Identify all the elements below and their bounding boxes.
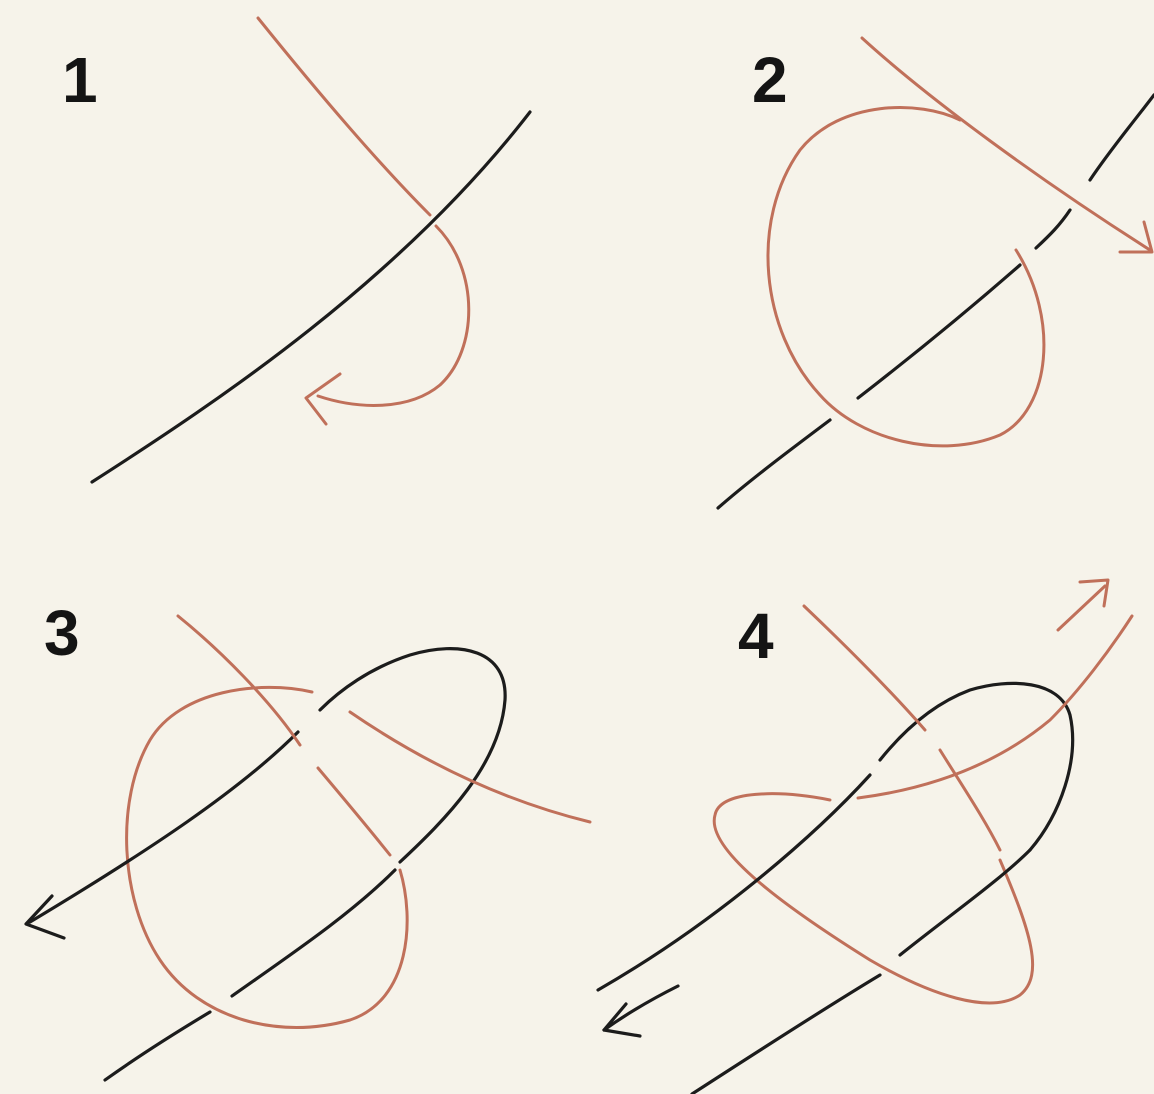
step-2-standing-line-lower <box>718 420 830 508</box>
step-4-number: 4 <box>738 600 774 672</box>
step-3-running-line <box>30 732 298 922</box>
step-4-exit-arrow <box>1058 586 1105 630</box>
step-4-running-line-lower <box>604 986 678 1030</box>
step-3-loop <box>127 687 408 1027</box>
step-4-tail-exit <box>858 616 1132 798</box>
step-2-standing-line-upper <box>1036 210 1070 248</box>
step-2-panel: 2 <box>718 38 1154 508</box>
step-1-standing-line <box>92 112 530 482</box>
step-4-panel: 4 <box>598 580 1132 1094</box>
step-3-top-bight <box>320 649 505 862</box>
step-3-number: 3 <box>44 597 80 669</box>
step-2-standing-line-end <box>1090 95 1154 180</box>
step-3-standing-line-mid <box>232 870 395 996</box>
step-1-number: 1 <box>62 44 98 116</box>
step-4-standing-line-mid <box>900 850 1030 955</box>
step-4-standing-line-lower <box>692 975 880 1094</box>
step-4-running-line-upper <box>598 775 870 990</box>
step-2-working-end <box>862 38 1150 250</box>
step-3-standing-line-lower <box>105 1012 210 1080</box>
step-2-number: 2 <box>752 44 788 116</box>
step-3-tail-upper <box>178 616 300 745</box>
step-2-loop <box>768 108 1044 446</box>
step-1-panel: 1 <box>62 18 530 482</box>
step-1-working-end <box>258 18 430 215</box>
step-3-arrowhead <box>26 896 64 938</box>
step-4-tail-lower <box>940 750 1000 850</box>
step-4-exit-arrowhead <box>1080 580 1108 606</box>
step-1-wrap-arc <box>318 226 469 405</box>
step-3-panel: 3 <box>26 597 590 1080</box>
step-3-tail-lower <box>318 768 390 855</box>
step-4-tail-upper <box>804 606 925 730</box>
step-2-standing-line-middle <box>858 265 1020 398</box>
step-3-tail-cross <box>350 712 590 822</box>
